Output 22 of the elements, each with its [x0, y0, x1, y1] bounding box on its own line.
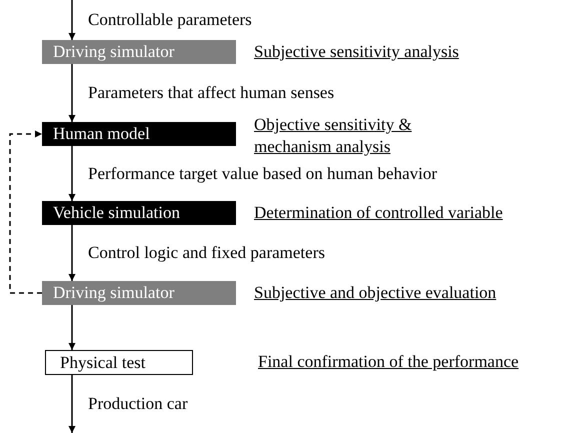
process-box: Vehicle simulation	[42, 201, 236, 225]
edge-label: Production car	[88, 394, 188, 414]
annotation-text: Objective sensitivity & mechanism analysis	[254, 114, 413, 158]
arrow	[68, 305, 76, 350]
process-box: Driving simulator	[42, 281, 236, 305]
edge-label: Parameters that affect human senses	[88, 83, 334, 103]
annotation-text: Determination of controlled variable	[254, 202, 504, 224]
annotation-text: Final confirmation of the performance	[258, 351, 520, 373]
arrow	[68, 225, 76, 281]
arrow	[68, 64, 76, 122]
edge-label: Performance target value based on human behavior	[88, 164, 437, 184]
edge-label: Controllable parameters	[88, 10, 252, 30]
process-box: Human model	[42, 122, 236, 146]
arrow	[68, 375, 76, 433]
annotation-text: Subjective and objective evaluation	[254, 282, 498, 304]
arrow	[68, 0, 76, 40]
annotation-text: Subjective sensitivity analysis	[254, 41, 460, 63]
dashed-arrow	[9, 130, 42, 294]
arrow	[68, 146, 76, 201]
process-box: Driving simulator	[42, 40, 236, 64]
process-box: Physical test	[45, 350, 193, 375]
edge-label: Control logic and fixed parameters	[88, 243, 325, 263]
